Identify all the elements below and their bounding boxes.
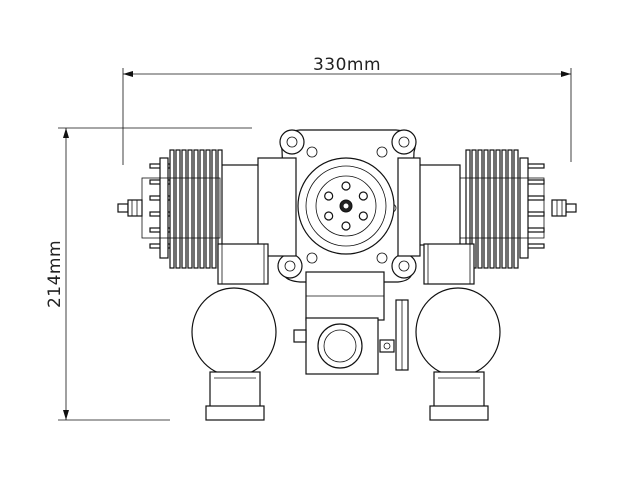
cooling-fin <box>513 149 519 269</box>
cooling-fin <box>205 149 211 269</box>
width-dimension: 330mm <box>122 55 572 165</box>
height-dimension: 214mm <box>45 127 252 421</box>
cooling-fin <box>199 149 205 269</box>
cooling-fin <box>477 149 483 269</box>
prop-hub <box>297 157 395 255</box>
cooling-fin <box>175 149 181 269</box>
hub-bolt <box>324 211 334 221</box>
right-cylinder <box>417 149 577 269</box>
height-dimension-label: 214mm <box>45 240 65 308</box>
carburetor-assembly <box>293 271 409 375</box>
cooling-fin <box>501 149 507 269</box>
hub-bolt <box>341 181 351 191</box>
cooling-fin <box>181 149 187 269</box>
hub-bolt <box>358 191 368 201</box>
hub-bolt <box>358 211 368 221</box>
cooling-fin <box>489 149 495 269</box>
hub-bolt <box>341 221 351 231</box>
cooling-fin <box>519 157 529 259</box>
cooling-fin <box>507 149 513 269</box>
cooling-fin <box>159 157 169 259</box>
hub-bolt <box>324 191 334 201</box>
cooling-fin <box>483 149 489 269</box>
cooling-fin <box>187 149 193 269</box>
cooling-fin <box>193 149 199 269</box>
cooling-fin <box>211 149 217 269</box>
right-muffler <box>415 243 501 421</box>
cooling-fin <box>169 149 175 269</box>
cooling-fin <box>495 149 501 269</box>
left-muffler <box>191 243 277 421</box>
left-cylinder <box>117 149 261 269</box>
width-dimension-label: 330mm <box>313 55 381 75</box>
